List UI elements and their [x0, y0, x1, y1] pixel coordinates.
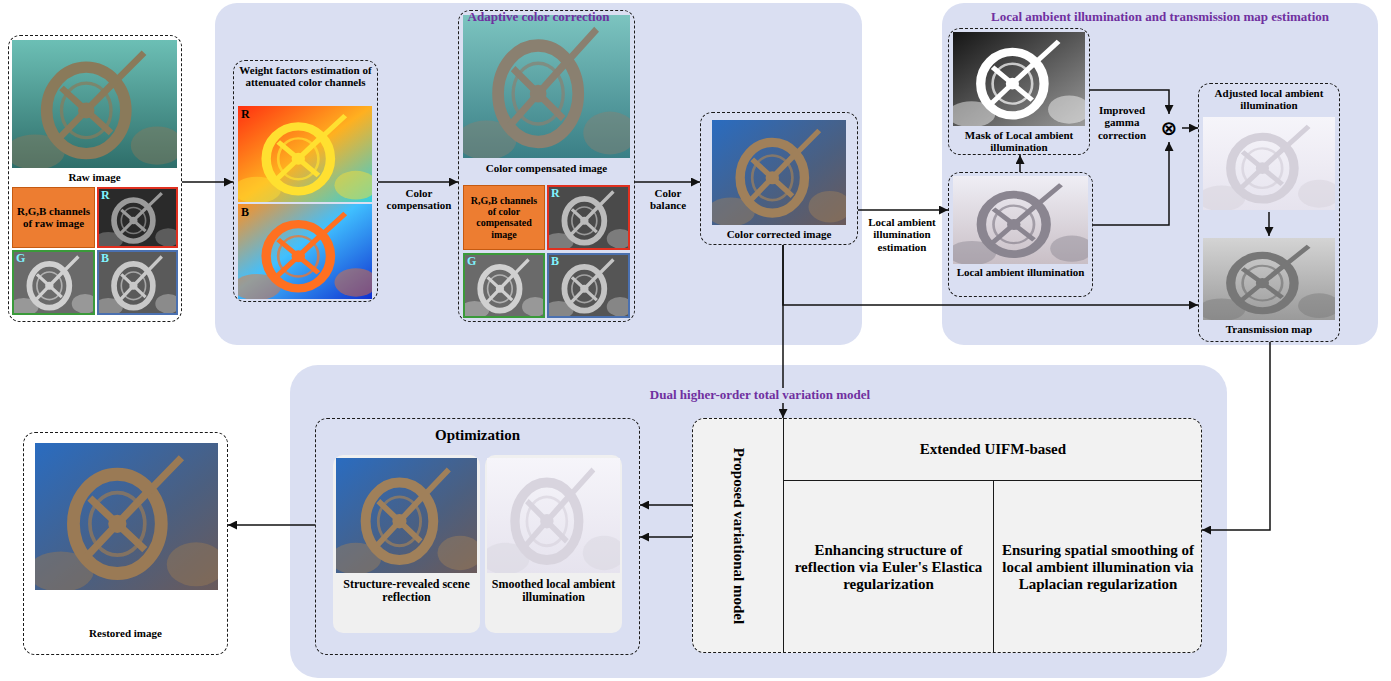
stage-panel: Dual higher-order total variation modelO…	[290, 365, 1227, 678]
connector-arrow	[182, 181, 233, 183]
photo-subject	[482, 470, 626, 575]
panel-fill	[215, 3, 862, 345]
connector-arrow	[1019, 155, 1021, 172]
node-label: R,G,B channels of color compensated imag…	[467, 195, 541, 240]
node-label: Extended UIFM-based	[787, 441, 1199, 458]
stage-panel: Adaptive color correctionWeight factors …	[215, 3, 862, 345]
node-label: Dual higher-order total variation model	[600, 388, 920, 403]
panel-fill	[942, 3, 1378, 345]
connector-arrow	[858, 209, 948, 211]
channel-label-box: R,G,B channels of color compensated imag…	[463, 185, 545, 250]
node-label: B	[241, 206, 257, 219]
image-panel: Raw imageR,G,B channels of raw image R G B	[8, 35, 182, 322]
photo-subject	[5, 53, 183, 170]
channel-image: G	[12, 250, 95, 315]
result-card: Structure-revealed scene reflection	[333, 455, 480, 633]
node-label: Weight factors estimation of attenuated …	[236, 64, 375, 89]
edge-label: Local ambient illumination estimation	[862, 216, 942, 253]
connector-arrow	[1182, 127, 1198, 129]
photo-subject	[330, 470, 482, 575]
connector-arrow	[635, 181, 700, 183]
image-panel: Color corrected image	[700, 112, 858, 245]
photo-subject	[460, 260, 549, 319]
connector-arrow	[640, 536, 692, 538]
connector-arrow	[1202, 342, 1270, 530]
node-label: R	[101, 189, 117, 202]
channel-image: R	[97, 187, 178, 248]
node-label: G	[467, 255, 483, 268]
photo-subject	[544, 192, 634, 251]
node-label: Color compensated image	[460, 162, 633, 174]
inner-arrow	[1268, 212, 1270, 236]
node-label: Smoothed local ambient illumination	[488, 578, 619, 605]
image-panel: Mask of Local ambient illumination	[948, 28, 1090, 155]
image-panel: Weight factors estimation of attenuated …	[233, 60, 378, 302]
node-label: Color corrected image	[702, 228, 856, 240]
multiply-symbol: ⊗	[1156, 114, 1182, 142]
node-label: Optimization	[318, 427, 637, 444]
model-box: Proposed variational model Extended UIFM-…	[692, 418, 1202, 653]
image-panel: Local ambient illumination	[948, 172, 1093, 297]
panel-fill	[290, 365, 1227, 678]
photo-subject	[544, 260, 634, 319]
photo-subject	[1198, 246, 1341, 321]
heatmap-image: B	[238, 204, 372, 299]
model-term: Ensuring spatial smoothing of local ambi…	[993, 480, 1202, 653]
panel-backgrounds	[215, 3, 1378, 678]
photo-subject	[707, 131, 852, 227]
heatmap-image: R	[238, 106, 372, 202]
photo-subject	[9, 257, 99, 316]
node-label: B	[551, 255, 567, 268]
node-label: Ensuring spatial smoothing of local ambi…	[997, 542, 1199, 592]
result-card: Smoothed local ambient illumination	[485, 455, 622, 633]
channel-label-box: R,G,B channels of raw image	[12, 187, 95, 248]
edge-label: Color balance	[637, 187, 699, 212]
photo-subject	[233, 116, 378, 204]
model-term: Enhancing structure of reflection via Eu…	[783, 480, 993, 653]
image-panel: Adjusted local ambient illuminationTrans…	[1198, 83, 1340, 342]
connector-arrow	[1093, 142, 1169, 225]
node-label: B	[101, 252, 117, 265]
channel-image: B	[547, 253, 630, 318]
annotation-label: Improved gamma correction	[1096, 104, 1148, 141]
photo-subject	[1198, 126, 1341, 211]
photo-subject	[28, 458, 226, 592]
channel-image: B	[97, 250, 178, 315]
edge-label: Color compensation	[382, 187, 456, 212]
channel-image: R	[547, 185, 630, 250]
node-label: R	[551, 187, 567, 200]
node-label: R,G,B channels of raw image	[16, 205, 91, 230]
node-label: R	[241, 108, 257, 121]
connector-arrow	[228, 524, 315, 526]
node-label: Adjusted local ambient illumination	[1200, 87, 1338, 112]
node-label: ⊗	[1156, 117, 1182, 139]
node-label: Proposed variational model	[728, 424, 748, 647]
photo-subject	[948, 41, 1091, 127]
photo-subject	[456, 29, 636, 159]
connector-arrow	[640, 504, 692, 506]
node-label: Restored image	[25, 627, 226, 639]
stage-panel: Local ambient illumination and transmiss…	[942, 3, 1378, 345]
node-label: Raw image	[12, 171, 177, 183]
node-label: Enhancing structure of reflection via Eu…	[787, 542, 990, 592]
channel-image: G	[463, 253, 545, 318]
node-label: Structure-revealed scene reflection	[336, 578, 477, 605]
node-label: Local ambient illumination and transmiss…	[942, 10, 1378, 25]
node-label: G	[16, 252, 32, 265]
photo-subject	[948, 185, 1094, 265]
photo-subject	[233, 214, 378, 301]
node-label: Adaptive color correction	[215, 10, 862, 25]
node-label: Local ambient illumination	[950, 266, 1091, 278]
connector-arrow	[378, 181, 458, 183]
image-panel: Restored image	[23, 432, 228, 655]
node-label: Transmission map	[1200, 323, 1338, 335]
photo-subject	[94, 257, 181, 316]
node-label: Mask of Local ambient illumination	[950, 129, 1088, 154]
image-panel: OptimizationStructure-revealed scene ref…	[315, 418, 640, 655]
image-panel: Color compensated imageR,G,B channels of…	[458, 10, 635, 322]
connector-arrow	[783, 245, 1198, 305]
model-term: Extended UIFM-based	[783, 418, 1202, 480]
